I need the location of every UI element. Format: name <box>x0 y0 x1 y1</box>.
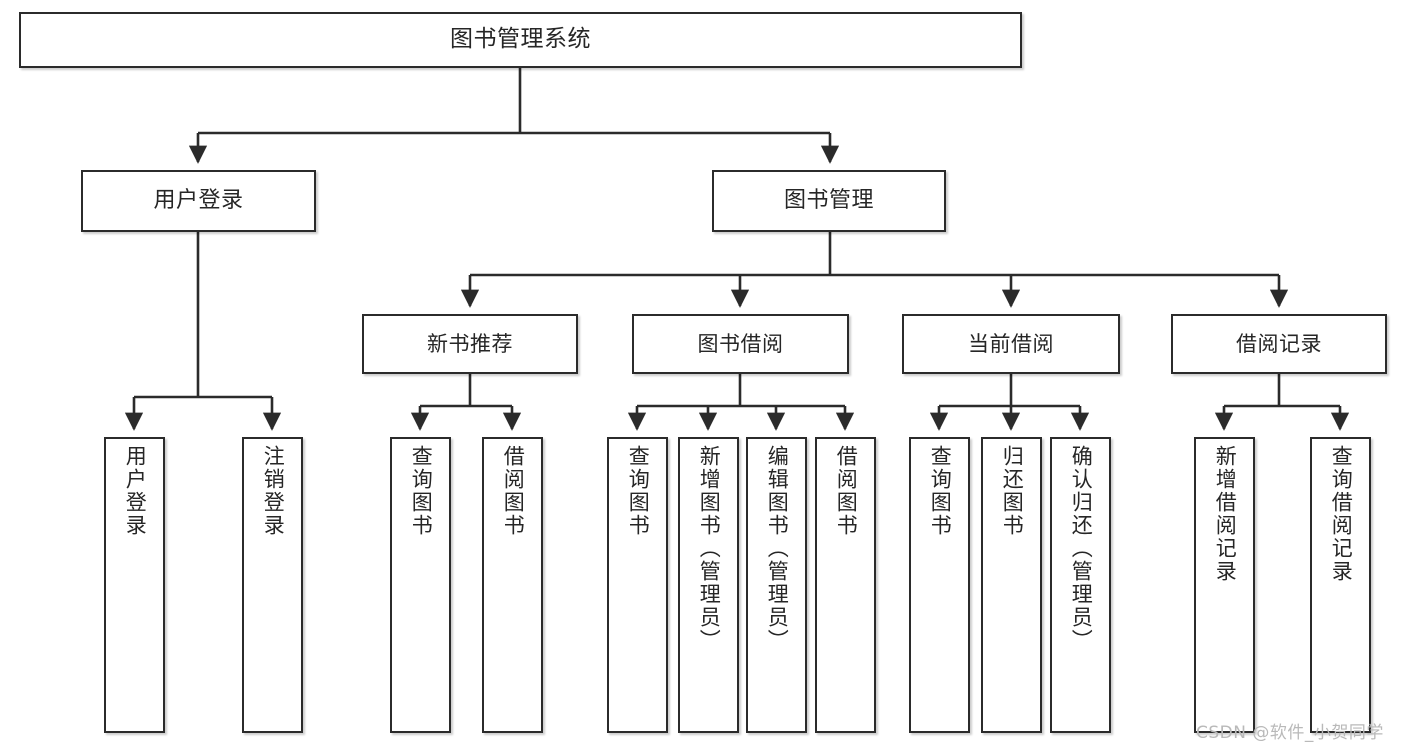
node-leaf-leaf-confirm-return-admin-label: 确认归还（管理员） <box>1069 445 1094 652</box>
node-leaf-leaf-query-book-2-label: 查询图书 <box>626 445 651 537</box>
node-leaf-leaf-confirm-return-admin[interactable]: 确认归还（管理员） <box>1050 437 1111 733</box>
node-l3-book-borrow-label: 图书借阅 <box>697 331 784 356</box>
node-leaf-leaf-query-book-1[interactable]: 查询图书 <box>390 437 451 733</box>
node-leaf-leaf-add-book-admin-label: 新增图书（管理员） <box>697 445 722 652</box>
node-root[interactable]: 图书管理系统 <box>19 12 1022 68</box>
node-l3-new-book-recommend-label: 新书推荐 <box>427 331 513 356</box>
node-l3-new-book-recommend[interactable]: 新书推荐 <box>362 314 578 374</box>
watermark: CSDN @软件_小贺同学 <box>1196 723 1384 743</box>
node-leaf-leaf-user-login-label: 用户登录 <box>123 445 148 537</box>
node-l3-book-borrow[interactable]: 图书借阅 <box>632 314 849 374</box>
node-leaf-leaf-query-borrow-record-label: 查询借阅记录 <box>1329 445 1354 583</box>
node-l3-borrow-record[interactable]: 借阅记录 <box>1171 314 1387 374</box>
node-leaf-leaf-return-book[interactable]: 归还图书 <box>981 437 1042 733</box>
node-l2-book-manage-label: 图书管理 <box>783 188 874 214</box>
node-l3-current-borrow-label: 当前借阅 <box>968 331 1054 356</box>
node-root-label: 图书管理系统 <box>450 26 591 53</box>
node-leaf-leaf-add-borrow-record-label: 新增借阅记录 <box>1213 445 1238 583</box>
node-leaf-leaf-query-book-3-label: 查询图书 <box>928 445 953 537</box>
node-leaf-leaf-logout-login[interactable]: 注销登录 <box>242 437 303 733</box>
node-leaf-leaf-user-login[interactable]: 用户登录 <box>104 437 165 733</box>
node-leaf-leaf-query-book-2[interactable]: 查询图书 <box>607 437 668 733</box>
node-l2-user-login[interactable]: 用户登录 <box>81 170 316 232</box>
node-leaf-leaf-add-borrow-record[interactable]: 新增借阅记录 <box>1194 437 1255 733</box>
node-leaf-leaf-borrow-book-1-label: 借阅图书 <box>501 445 526 537</box>
node-leaf-leaf-borrow-book-1[interactable]: 借阅图书 <box>482 437 543 733</box>
node-l2-user-login-label: 用户登录 <box>153 188 244 214</box>
node-leaf-leaf-edit-book-admin-label: 编辑图书（管理员） <box>765 445 790 652</box>
node-leaf-leaf-borrow-book-2-label: 借阅图书 <box>834 445 859 537</box>
node-leaf-leaf-query-borrow-record[interactable]: 查询借阅记录 <box>1310 437 1371 733</box>
node-l3-current-borrow[interactable]: 当前借阅 <box>902 314 1120 374</box>
node-leaf-leaf-logout-login-label: 注销登录 <box>261 445 286 537</box>
node-l3-borrow-record-label: 借阅记录 <box>1236 331 1322 356</box>
node-leaf-leaf-borrow-book-2[interactable]: 借阅图书 <box>815 437 876 733</box>
node-leaf-leaf-edit-book-admin[interactable]: 编辑图书（管理员） <box>746 437 807 733</box>
node-leaf-leaf-return-book-label: 归还图书 <box>1000 445 1025 537</box>
node-leaf-leaf-query-book-3[interactable]: 查询图书 <box>909 437 970 733</box>
node-l2-book-manage[interactable]: 图书管理 <box>712 170 946 232</box>
node-leaf-leaf-add-book-admin[interactable]: 新增图书（管理员） <box>678 437 739 733</box>
node-leaf-leaf-query-book-1-label: 查询图书 <box>409 445 434 537</box>
